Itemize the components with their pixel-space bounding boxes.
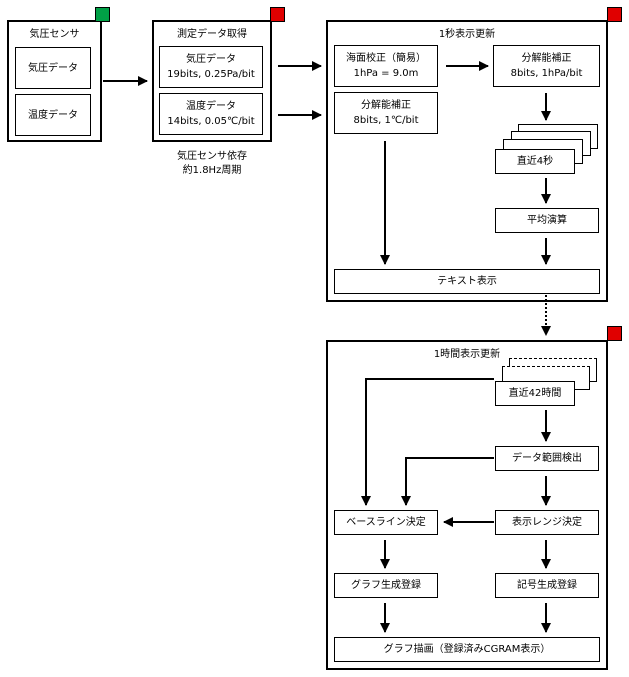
measure-pressure-label: 気圧データ — [186, 54, 236, 65]
measure-pressure-spec: 19bits, 0.25Pa/bit — [167, 69, 255, 80]
text-display-box: テキスト表示 — [334, 269, 600, 294]
draw-label: グラフ描画（登録済みCGRAM表示） — [383, 644, 551, 655]
res-pressure-spec: 8bits, 1hPa/bit — [510, 68, 583, 79]
arrow-range-to-baseline — [401, 457, 494, 506]
arrow-recent42h-to-baseline — [361, 378, 494, 506]
range-detect-label: データ範囲検出 — [512, 453, 582, 464]
sea-level-label: 海面校正（簡易） — [346, 53, 426, 64]
graph-gen-label: グラフ生成登録 — [351, 580, 421, 591]
baseline-box: ベースライン決定 — [334, 510, 438, 535]
recent-4s-label: 直近4秒 — [516, 156, 554, 167]
measure-note: 気圧センサ依存 約1.8Hz周期 — [152, 150, 272, 178]
measure-note-line1: 気圧センサ依存 — [177, 151, 247, 162]
range-detect-box: データ範囲検出 — [495, 446, 599, 471]
measure-temperature-box: 温度データ 14bits, 0.05℃/bit — [159, 93, 263, 135]
res-pressure-label: 分解能補正 — [521, 53, 572, 64]
sensor-temperature-label: 温度データ — [28, 109, 78, 121]
status-indicator-green — [95, 7, 110, 22]
recent-42h-box: 直近42時間 — [495, 381, 575, 406]
baseline-label: ベースライン決定 — [346, 517, 426, 528]
average-label: 平均演算 — [527, 215, 567, 226]
status-indicator-red-1hour — [607, 326, 622, 341]
res-pressure-box: 分解能補正 8bits, 1hPa/bit — [493, 45, 600, 87]
draw-box: グラフ描画（登録済みCGRAM表示） — [334, 637, 600, 662]
measure-temperature-label: 温度データ — [186, 101, 236, 112]
recent-42h-label: 直近42時間 — [508, 388, 562, 399]
average-box: 平均演算 — [495, 208, 599, 233]
symbol-gen-box: 記号生成登録 — [495, 573, 599, 598]
sensor-temperature-box: 温度データ — [15, 94, 91, 136]
sea-level-box: 海面校正（簡易） 1hPa = 9.0m — [334, 45, 438, 87]
text-display-label: テキスト表示 — [437, 276, 497, 287]
measure-title: 測定データ取得 — [177, 29, 247, 40]
measure-note-line2: 約1.8Hz周期 — [182, 165, 242, 176]
sensor-pressure-box: 気圧データ — [15, 47, 91, 89]
status-indicator-red-measure — [270, 7, 285, 22]
measure-temperature-spec: 14bits, 0.05℃/bit — [167, 116, 255, 127]
one-sec-title: 1秒表示更新 — [438, 29, 496, 40]
status-indicator-red-1sec — [607, 7, 622, 22]
res-temperature-box: 分解能補正 8bits, 1℃/bit — [334, 92, 438, 134]
measure-pressure-box: 気圧データ 19bits, 0.25Pa/bit — [159, 46, 263, 88]
symbol-gen-label: 記号生成登録 — [517, 580, 577, 591]
one-hour-title: 1時間表示更新 — [433, 349, 501, 360]
res-temperature-spec: 8bits, 1℃/bit — [353, 115, 419, 126]
sensor-pressure-label: 気圧データ — [28, 62, 78, 74]
recent-4s-box: 直近4秒 — [495, 149, 575, 174]
range-decide-box: 表示レンジ決定 — [495, 510, 599, 535]
sensor-title: 気圧センサ — [29, 29, 80, 40]
range-decide-label: 表示レンジ決定 — [512, 517, 582, 528]
res-temperature-label: 分解能補正 — [361, 100, 411, 111]
graph-gen-box: グラフ生成登録 — [334, 573, 438, 598]
sea-level-spec: 1hPa = 9.0m — [353, 68, 419, 79]
